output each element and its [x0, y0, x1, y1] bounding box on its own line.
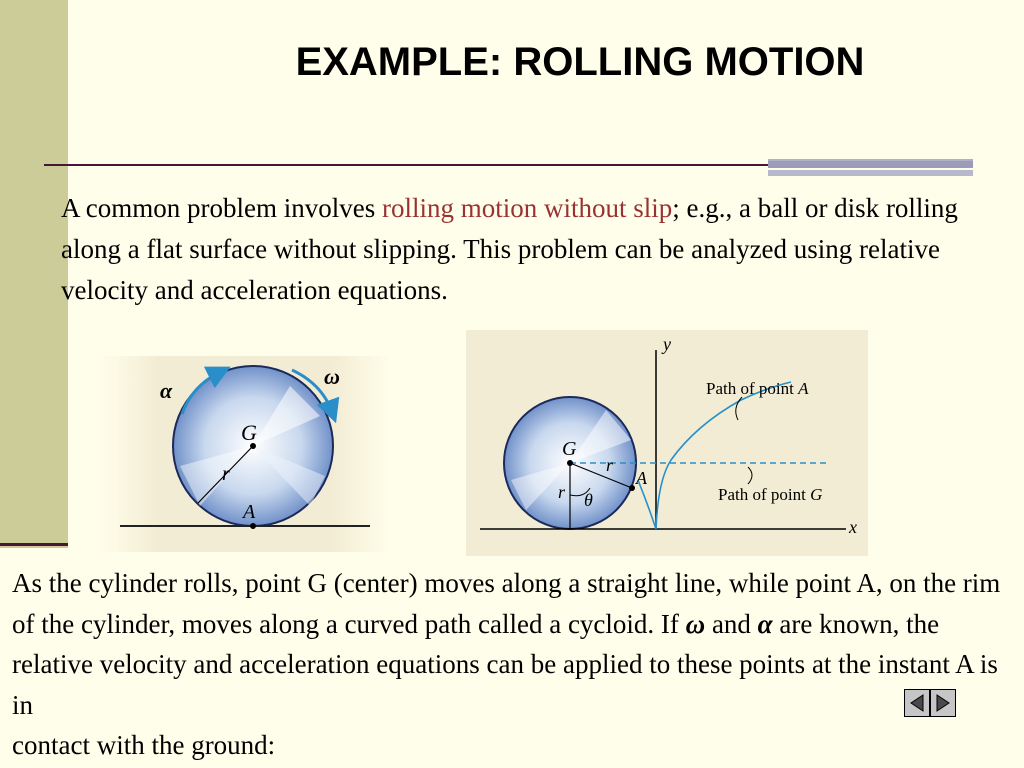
sidebar-divider — [0, 543, 68, 546]
intro-text-before: A common problem involves — [61, 193, 382, 223]
contact-label: A — [241, 501, 256, 523]
title-rule-line — [44, 164, 774, 166]
g-point — [567, 460, 573, 466]
body-paragraph: As the cylinder rolls, point G (center) … — [12, 563, 1012, 766]
y-axis-label: y — [661, 334, 671, 354]
cycloid-lower-curve — [637, 479, 657, 530]
cycloid-diagram: y x G r r A θ Path of point A Path of po… — [480, 334, 857, 537]
omega-arrow — [291, 368, 340, 424]
alpha-symbol: α — [757, 608, 773, 639]
body-text-2: are known, the relative velocity and acc… — [12, 608, 998, 720]
alpha-arrow — [180, 366, 231, 415]
intro-paragraph: A common problem involves rolling motion… — [61, 188, 1011, 311]
radius-label: r — [222, 463, 230, 485]
theta-label: θ — [584, 490, 593, 510]
omega-symbol: ω — [685, 608, 706, 639]
path-a-label: Path of point A — [706, 379, 809, 398]
previous-slide-button[interactable] — [904, 689, 930, 717]
body-text-3: contact with the ground: — [12, 730, 276, 760]
slide-title: EXAMPLE: ROLLING MOTION — [295, 40, 865, 84]
a-label: A — [635, 468, 648, 488]
path-g-label: Path of point G — [718, 485, 822, 504]
omega-label: ω — [324, 364, 340, 389]
radius-line — [197, 445, 254, 504]
path-of-a-curve — [655, 381, 792, 530]
body-and: and — [705, 608, 758, 639]
body-text-1: As the cylinder rolls, point G (center) … — [12, 568, 1001, 639]
a-point — [629, 485, 635, 491]
slide-nav — [904, 689, 956, 717]
rolling-disk-figure: α ω G r A — [100, 356, 390, 552]
alpha-label: α — [160, 378, 173, 403]
title-rule-bar — [768, 159, 973, 168]
intro-text-after: ; e.g., a ball or disk rolling along a f… — [61, 193, 958, 305]
rolling-disk-diagram: α ω G r A — [120, 364, 370, 529]
r-label-upper: r — [606, 455, 614, 475]
center-label: G — [241, 420, 257, 445]
intro-highlight: rolling motion without slip — [381, 193, 673, 223]
contact-point — [250, 523, 256, 529]
triangle-left-icon — [910, 694, 924, 712]
sidebar-band — [0, 0, 68, 548]
x-axis-label: x — [848, 517, 857, 537]
g-label: G — [562, 438, 577, 460]
radius-to-a — [569, 462, 633, 489]
r-label-lower: r — [558, 482, 566, 502]
triangle-right-icon — [936, 694, 950, 712]
cycloid-figure: y x G r r A θ Path of point A Path of po… — [466, 330, 868, 556]
title-rule-bar-lower — [768, 170, 973, 176]
next-slide-button[interactable] — [930, 689, 956, 717]
